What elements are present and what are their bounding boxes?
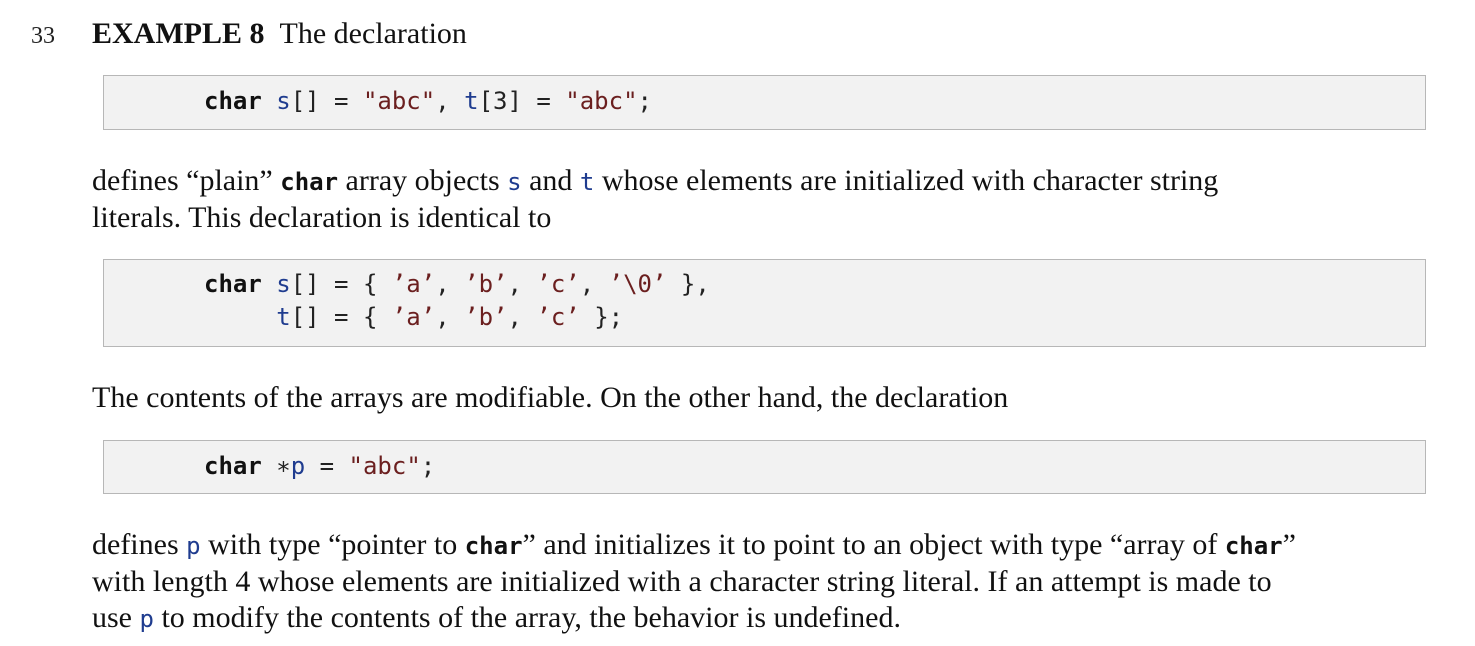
operator: ∗ bbox=[261, 452, 291, 480]
inline-code: char bbox=[1224, 532, 1283, 560]
identifier: t bbox=[276, 303, 291, 331]
identifier: s bbox=[276, 270, 291, 298]
text-line: The contents of the arrays are modifiabl… bbox=[92, 381, 1009, 414]
code-line: char s[] = { ’a’, ’b’, ’c’, ’\0’ }, bbox=[204, 270, 710, 298]
terminator: ; bbox=[420, 452, 436, 480]
string-literal: "abc" bbox=[362, 87, 436, 115]
keyword: char bbox=[204, 452, 262, 480]
string-literal: "abc" bbox=[348, 452, 421, 480]
paragraph-2: The contents of the arrays are modifiabl… bbox=[92, 380, 1427, 416]
char-literal: ’b’ bbox=[464, 270, 508, 298]
inline-code: char bbox=[464, 532, 523, 560]
identifier: t bbox=[464, 87, 479, 115]
text-line: defines “plain” char array objects s and… bbox=[92, 164, 1219, 197]
paragraph-3: defines p with type “pointer to char” an… bbox=[92, 527, 1427, 637]
char-literal: ’b’ bbox=[464, 303, 508, 331]
char-literal: ’a’ bbox=[391, 270, 436, 298]
terminator: ; bbox=[637, 87, 652, 115]
text-line: literals. This declaration is identical … bbox=[92, 201, 552, 234]
operator: [3] = bbox=[478, 87, 566, 115]
keyword: char bbox=[204, 87, 262, 115]
char-literal: ’a’ bbox=[391, 303, 436, 331]
inline-code: s bbox=[507, 168, 522, 196]
separator: , bbox=[435, 87, 465, 115]
identifier: p bbox=[290, 452, 306, 480]
code-block-2: char s[] = { ’a’, ’b’, ’c’, ’\0’ }, t[] … bbox=[103, 259, 1426, 347]
string-literal: "abc" bbox=[565, 87, 638, 115]
code-block-3: char ∗p = "abc"; bbox=[103, 440, 1426, 494]
text-line: use p to modify the contents of the arra… bbox=[92, 601, 901, 634]
text-line: defines p with type “pointer to char” an… bbox=[92, 528, 1296, 561]
code-line: char ∗p = "abc"; bbox=[204, 450, 435, 483]
inline-code: t bbox=[579, 168, 595, 196]
char-literal: ’\0’ bbox=[608, 270, 667, 298]
code-block-1: char s[] = "abc", t[3] = "abc"; bbox=[103, 75, 1426, 130]
operator: = bbox=[305, 452, 349, 480]
char-literal: ’c’ bbox=[536, 303, 580, 331]
code-line: t[] = { ’a’, ’b’, ’c’ }; bbox=[276, 303, 624, 331]
inline-code: char bbox=[280, 168, 339, 196]
inline-code: p bbox=[186, 532, 201, 560]
example-title: The declaration bbox=[279, 17, 467, 50]
example-heading: EXAMPLE 8 The declaration bbox=[92, 15, 467, 53]
text-line: with length 4 whose elements are initial… bbox=[92, 565, 1272, 598]
paragraph-1: defines “plain” char array objects s and… bbox=[92, 163, 1427, 236]
code-line: char s[] = "abc", t[3] = "abc"; bbox=[204, 85, 652, 118]
inline-code: p bbox=[139, 605, 154, 633]
keyword: char bbox=[204, 270, 262, 298]
char-literal: ’c’ bbox=[536, 270, 580, 298]
operator: [] = bbox=[290, 87, 363, 115]
line-number: 33 bbox=[31, 23, 55, 49]
identifier: s bbox=[276, 87, 291, 115]
example-label: EXAMPLE 8 bbox=[92, 17, 265, 50]
